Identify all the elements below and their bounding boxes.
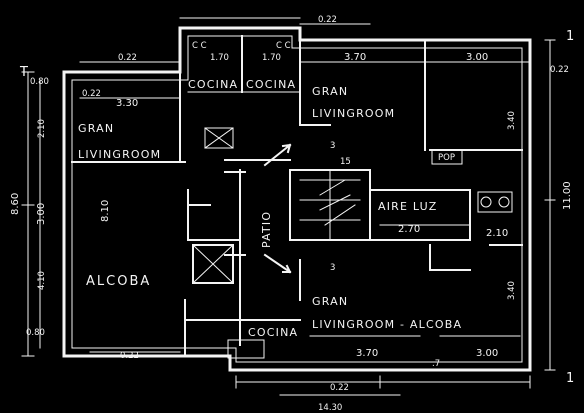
dim-340: 3.40 xyxy=(507,111,517,130)
dim-left-300: 3.00 xyxy=(36,203,47,225)
label-gran-top-right: GRAN xyxy=(312,85,348,98)
label-cocina-bottom: COCINA xyxy=(248,326,298,339)
label-gran-bottom: GRAN xyxy=(312,295,348,308)
dim-bottom-022: 0.22 xyxy=(120,351,139,361)
dim-340b: 3.40 xyxy=(507,281,517,300)
interior-walls xyxy=(71,35,523,359)
mark-right-1: 1 xyxy=(566,29,576,44)
label-pop: POP xyxy=(438,153,455,163)
dim-bottom-022b: 0.22 xyxy=(330,383,349,393)
dim-170: 1.70 xyxy=(210,53,229,63)
dim-3: 3 xyxy=(330,141,335,151)
dimension-lines xyxy=(21,17,556,396)
label-livingroom-alcoba-bottom: LIVINGROOM - ALCOBA xyxy=(312,318,462,331)
label-gran-left: GRAN xyxy=(78,122,114,135)
label-livingroom-left: LIVINGROOM xyxy=(78,148,161,161)
arrows xyxy=(224,143,292,274)
dim-170b: 1.70 xyxy=(262,53,281,63)
dim-210b: 2.10 xyxy=(486,228,508,239)
dim-bottom-1430: 14.30 xyxy=(318,403,342,413)
dim-210: 2.10 xyxy=(37,119,47,138)
dim-right-022: 0.22 xyxy=(550,65,569,75)
dim-300-bottom: 3.00 xyxy=(476,348,498,359)
dim-3b: 3 xyxy=(330,263,335,273)
mark-right-1b: 1 xyxy=(566,371,576,386)
label-cocina-top-left: COCINA xyxy=(188,78,238,91)
dim-7: .7 xyxy=(432,359,440,369)
dim-370-top: 3.70 xyxy=(344,52,366,63)
dim-330: 3.30 xyxy=(116,98,138,109)
label-patio: PATIO xyxy=(260,211,273,248)
dim-left-860: 8.60 xyxy=(10,193,21,215)
label-cocina-top-right: COCINA xyxy=(246,78,296,91)
dim-270: 2.70 xyxy=(398,224,420,235)
dim-cc-right: C C xyxy=(276,41,291,51)
dim-left-080-top: 0.80 xyxy=(30,77,49,87)
dim-cc-left: C C xyxy=(192,41,207,51)
dim-15: 15 xyxy=(340,157,351,167)
label-livingroom-top-right: LIVINGROOM xyxy=(312,107,395,120)
dim-top-022: 0.22 xyxy=(318,15,337,25)
room-labels: COCINA COCINA GRAN LIVINGROOM GRAN LIVIN… xyxy=(78,78,462,339)
label-aireluz: AIRE LUZ xyxy=(378,200,437,213)
dim-810: 8.10 xyxy=(100,200,111,222)
dim-300-top: 3.00 xyxy=(466,52,488,63)
dim-top-left-022: 0.22 xyxy=(118,53,137,63)
mark-T: T xyxy=(19,65,30,80)
dim-left-022: 0.22 xyxy=(82,89,101,99)
dimension-texts: 0.22 0.22 C C C C 1.70 1.70 3.70 3.00 0.… xyxy=(10,15,576,413)
dim-410: 4.10 xyxy=(37,271,47,290)
dim-370-bottom: 3.70 xyxy=(356,348,378,359)
label-alcoba-left: ALCOBA xyxy=(86,274,151,289)
dim-left-080-bottom: 0.80 xyxy=(26,328,45,338)
dim-right-1100: 11.00 xyxy=(562,181,573,210)
outer-walls xyxy=(62,26,532,372)
